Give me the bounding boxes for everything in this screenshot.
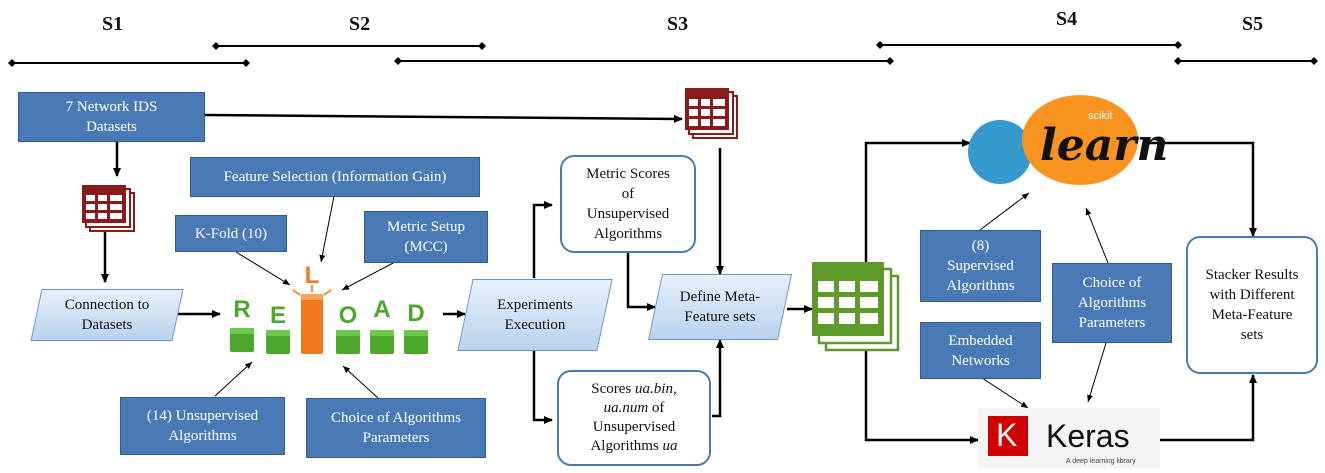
keras-logo [978,408,1160,468]
choice-params-left-label: Choice of Algorithms Parameters [331,410,461,446]
datasets-label: 7 Network IDS Datasets [65,99,158,135]
scores-ua-bin: ua.bin, [635,381,677,397]
reload-letter-d: D [407,300,425,327]
metric-scores-label: Metric Scores of Unsupervised Algorithms [586,166,670,242]
scores-ua-line2: ua.num of [604,399,665,418]
stacker-results-label: Stacker Results with Different Meta-Feat… [1205,267,1299,343]
reload-logo-blocks [230,285,428,354]
define-meta-label: Define Meta-Feature sets [679,289,761,325]
define-meta-box: Define Meta-Feature sets [647,274,793,340]
connection-label: Connection to Datasets [64,297,150,333]
stage-label-s1: S1 [102,13,124,35]
keras-tagline: A deep learning library [1066,458,1136,465]
spreadsheet-icon [685,88,738,139]
unsupervised-box: (14) Unsupervised Algorithms [120,397,285,455]
scores-ua-box: Scores ua.bin, ua.num of Unsupervised Al… [557,370,711,466]
embedded-networks-label: Embedded Networks [948,332,1013,369]
metric-setup-box: Metric Setup (MCC) [364,211,488,263]
stage-label-s3: S3 [667,13,689,35]
experiments-label: Experiments Execution [497,297,573,333]
reload-letter-e: E [269,302,286,329]
flow-arrows [101,113,1257,444]
metric-setup-label: Metric Setup (MCC) [387,219,465,255]
scores-prefix: Scores [591,381,632,397]
reload-letter-l: L [304,262,320,289]
stage-label-s5: S5 [1242,13,1264,35]
kfold-box: K-Fold (10) [175,215,287,252]
scores-ua-line1: Scores ua.bin, [591,380,676,399]
spreadsheet-icon [82,185,135,232]
scikit-small-text: scikit [1088,110,1113,122]
choice-params-left-box: Choice of Algorithms Parameters [306,398,486,458]
choice-params-right-label: Choice of Algorithms Parameters [1077,275,1147,331]
choice-params-right-box: Choice of Algorithms Parameters [1052,263,1172,343]
scores-unsupervised: Unsupervised [592,419,676,435]
stage-label-s2: S2 [349,13,371,35]
embedded-networks-box: Embedded Networks [920,322,1041,379]
stage-label-s4: S4 [1056,8,1078,30]
reload-letter-o: O [338,302,358,329]
meta-feature-table-icon [812,262,900,352]
keras-k-badge: K [996,417,1018,453]
supervised-box: (8) Supervised Algorithms [920,230,1041,302]
keras-name-text: Keras [1046,418,1130,454]
feature-selection-label: Feature Selection (Information Gain) [223,169,447,185]
connection-box: Connection to Datasets [30,289,184,341]
scores-of: of [651,400,665,416]
reload-letter-a: A [373,296,391,323]
reload-letter-r: R [233,296,251,323]
scores-ua-line4: Algorithms ua [590,437,677,456]
stacker-results-box: Stacker Results with Different Meta-Feat… [1186,236,1318,374]
stage-lines [8,41,1318,67]
experiments-box: Experiments Execution [457,279,613,351]
scores-algorithms: Algorithms [590,438,659,454]
scores-ua-num: ua.num [603,400,649,416]
supervised-label: (8) Supervised Algorithms [946,238,1015,294]
metric-scores-box: Metric Scores of Unsupervised Algorithms [560,155,696,253]
kfold-label: K-Fold (10) [194,225,268,242]
feature-selection-box: Feature Selection (Information Gain) [190,157,480,197]
pointer-arrows [214,192,1109,409]
scikit-learn-logo [968,95,1138,185]
unsupervised-label: (14) Unsupervised Algorithms [146,408,259,444]
scikit-learn-text: learn [1040,120,1169,171]
datasets-box: 7 Network IDS Datasets [18,92,205,142]
scores-ua: ua [662,438,678,454]
